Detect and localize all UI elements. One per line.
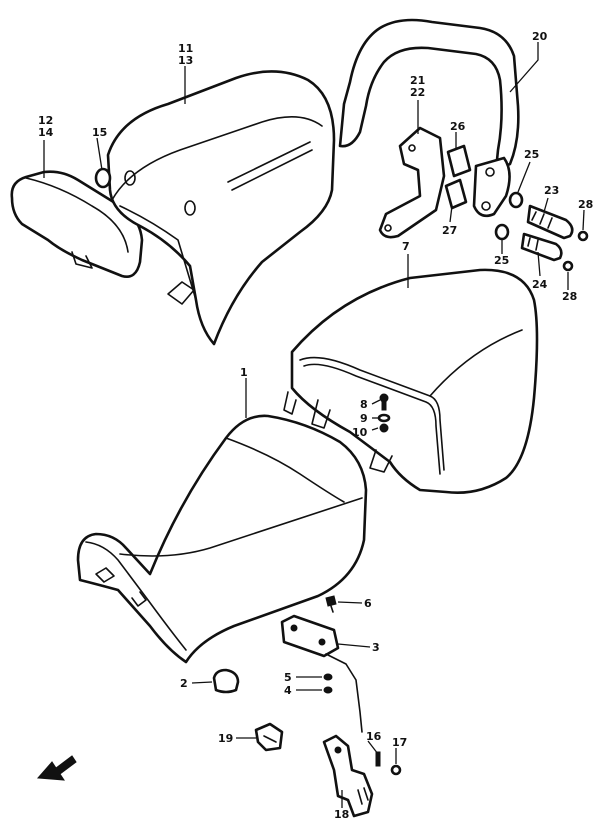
pillion-pad-part — [10, 170, 144, 278]
callout-25-upper: 25 — [524, 148, 539, 161]
seat-lock-part — [280, 614, 363, 733]
callout-labels: 11 13 12 14 15 20 21 22 26 27 25 23 28 2… — [38, 30, 593, 821]
bolt-part-8 — [379, 393, 389, 411]
callout-9: 9 — [360, 412, 368, 425]
callout-21: 21 — [410, 74, 425, 87]
callout-16: 16 — [366, 730, 382, 743]
screw-part-17 — [390, 764, 402, 776]
callout-17: 17 — [392, 736, 407, 749]
callout-26: 26 — [450, 120, 466, 133]
grommet-part-15 — [94, 167, 112, 189]
callout-28-upper: 28 — [578, 198, 593, 211]
callout-2: 2 — [180, 677, 188, 690]
callout-11: 11 — [178, 42, 193, 55]
callout-19: 19 — [218, 732, 233, 745]
callout-15: 15 — [92, 126, 107, 139]
bolt-part-24 — [520, 232, 563, 262]
lock-body-part — [322, 734, 374, 818]
washer-part-9 — [377, 413, 391, 423]
screw-part-18 — [375, 751, 381, 767]
callout-3: 3 — [372, 641, 380, 654]
callout-10: 10 — [352, 426, 368, 439]
leader-lines — [43, 42, 585, 808]
cushion-part-2 — [212, 668, 240, 694]
callout-8: 8 — [360, 398, 368, 411]
front-direction-arrow-icon — [36, 755, 77, 781]
rail-bracket-part — [378, 126, 446, 239]
callout-14: 14 — [38, 126, 54, 139]
collar-part-27 — [444, 178, 468, 210]
callout-5: 5 — [284, 671, 292, 684]
washer-part-5 — [323, 673, 333, 681]
clip-part-19 — [254, 722, 284, 752]
callout-6: 6 — [364, 597, 372, 610]
callout-25-lower: 25 — [494, 254, 509, 267]
callout-27: 27 — [442, 224, 457, 237]
screw-part-6 — [325, 595, 337, 613]
callout-12: 12 — [38, 114, 53, 127]
nut-part-28a — [577, 230, 589, 242]
callout-23: 23 — [544, 184, 559, 197]
nut-part-10 — [379, 423, 389, 433]
rear-seat-part — [283, 268, 539, 494]
collar-part-26 — [446, 144, 472, 178]
callout-4: 4 — [284, 684, 292, 697]
washer-part-25b — [494, 223, 510, 241]
grab-rail-part — [338, 18, 520, 218]
callout-28-lower: 28 — [562, 290, 577, 303]
callout-22: 22 — [410, 86, 425, 99]
callout-24: 24 — [532, 278, 548, 291]
callout-13: 13 — [178, 54, 193, 67]
nut-part-28b — [562, 260, 574, 272]
callout-18: 18 — [334, 808, 349, 821]
callout-1: 1 — [240, 366, 248, 379]
callout-7: 7 — [402, 240, 410, 253]
callout-20: 20 — [532, 30, 548, 43]
bolt-part-23 — [526, 204, 574, 240]
washer-part-25a — [508, 191, 524, 209]
seat-tail-cover-part — [106, 70, 336, 346]
main-seat-part — [76, 414, 368, 664]
washer-part-4 — [323, 686, 333, 694]
